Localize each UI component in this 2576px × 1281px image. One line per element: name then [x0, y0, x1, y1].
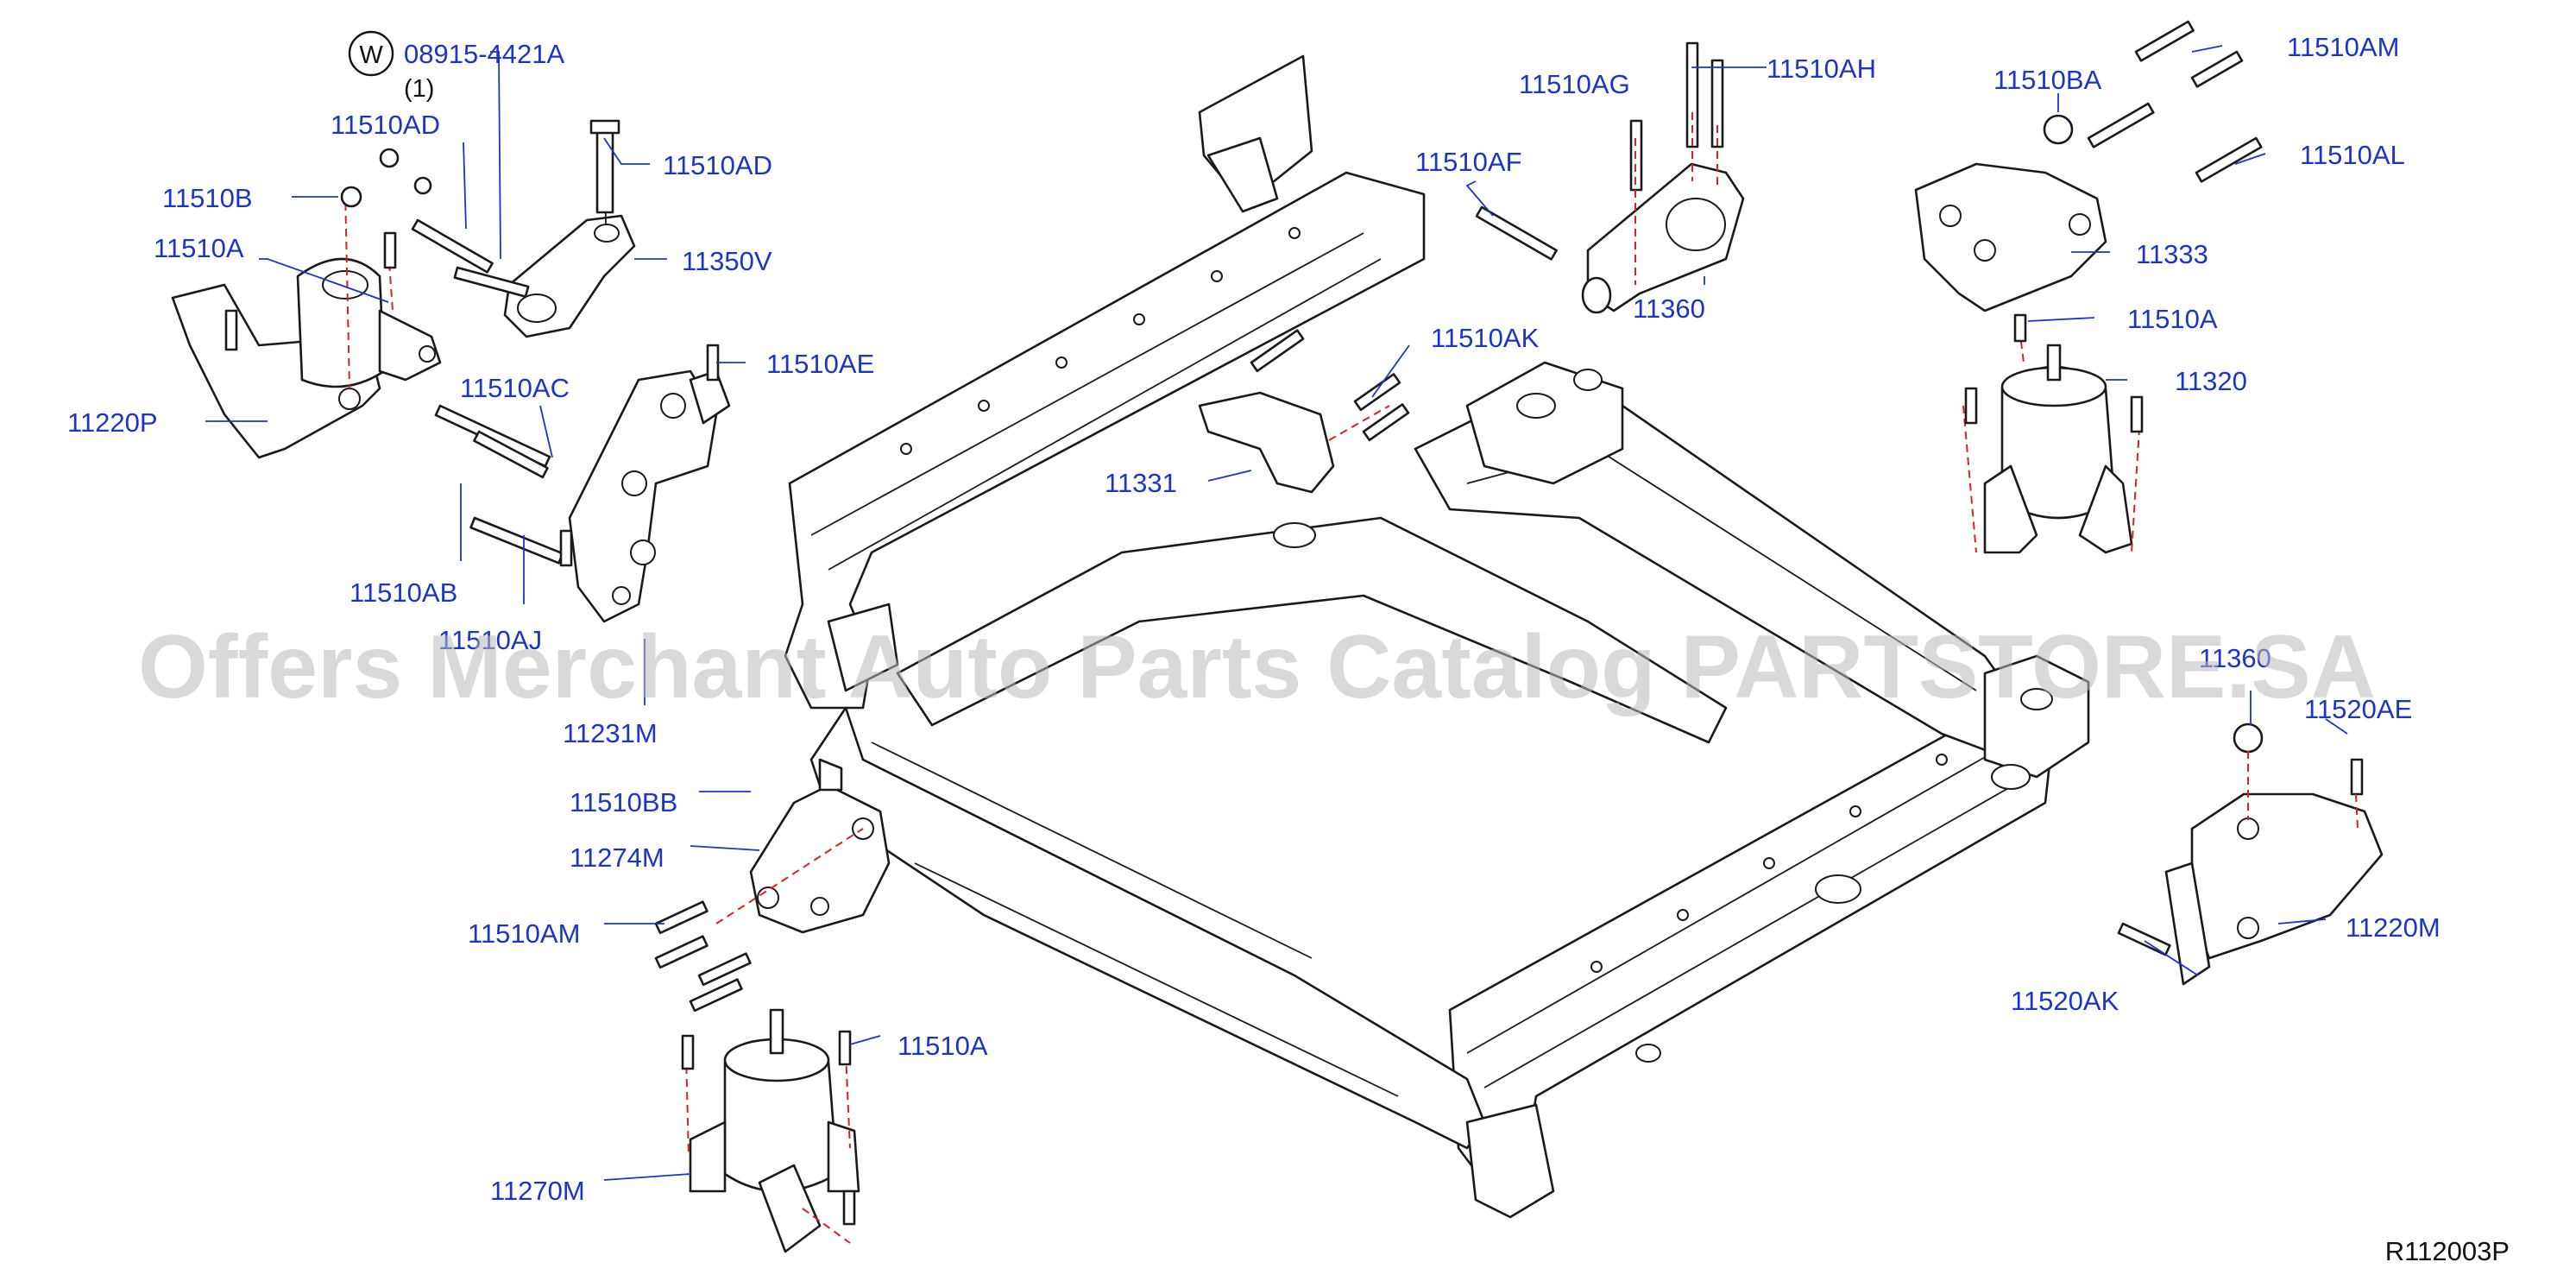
callout-11510AF[interactable]: 11510AF	[1415, 147, 1522, 177]
callout-11220M[interactable]: 11220M	[2346, 912, 2441, 943]
callout-11520AK[interactable]: 11520AK	[2011, 986, 2119, 1016]
callout-11510AG[interactable]: 11510AG	[1519, 69, 1630, 99]
callout-11510AJ[interactable]: 11510AJ	[438, 625, 542, 655]
callout-11510AL[interactable]: 11510AL	[2300, 140, 2405, 170]
engine-mount-11270M	[681, 1008, 860, 1253]
callout-11510BB[interactable]: 11510BB	[570, 787, 677, 817]
callout-11220P[interactable]: 11220P	[67, 407, 158, 438]
callout-11510BA[interactable]: 11510BA	[1993, 65, 2102, 95]
callout-11510A-upper-left[interactable]: 11510A	[154, 233, 244, 263]
callout-11331[interactable]: 11331	[1105, 468, 1177, 498]
engine-mount-bracket-11274M	[654, 758, 891, 1013]
engine-mount-bracket-11220P	[171, 189, 442, 459]
leader-lines	[205, 45, 2348, 1181]
callout-11510B[interactable]: 11510B	[162, 183, 253, 213]
callout-11510A-right[interactable]: 11510A	[2127, 304, 2218, 334]
engine-mount-11320	[1962, 313, 2144, 554]
washer-symbol-letter: W	[359, 41, 383, 69]
callout-11510AK[interactable]: 11510AK	[1431, 323, 1540, 353]
callout-11510AB[interactable]: 11510AB	[350, 577, 457, 608]
washer-symbol: W (1)	[348, 30, 434, 103]
callout-11231M[interactable]: 11231M	[563, 718, 658, 748]
callout-11350V[interactable]: 11350V	[682, 246, 772, 276]
callout-11510AE[interactable]: 11510AE	[766, 349, 874, 379]
callout-11510AH[interactable]: 11510AH	[1767, 54, 1876, 84]
engine-mount-bracket-11231M	[568, 369, 731, 623]
callout-11510AM-top[interactable]: 11510AM	[2287, 32, 2399, 62]
watermark: Offers Merchant Auto Parts Catalog PARTS…	[138, 617, 2376, 717]
callout-11510AM-lower[interactable]: 11510AM	[468, 918, 580, 949]
engine-mount-bracket-11333	[1914, 20, 2263, 312]
torque-rod-11350V	[503, 119, 636, 338]
callout-11360-right[interactable]: 11360	[2199, 643, 2271, 673]
callout-11510AD-left[interactable]: 11510AD	[331, 110, 440, 140]
callout-11270M[interactable]: 11270M	[490, 1176, 585, 1206]
bolts-upper-left	[224, 148, 720, 567]
callout-08915-4421A[interactable]: 08915-4421A	[404, 39, 564, 69]
engine-mount-11360	[1475, 41, 1745, 314]
callout-11320[interactable]: 11320	[2175, 366, 2247, 396]
callout-11510AC[interactable]: 11510AC	[460, 373, 570, 403]
callout-11520AE[interactable]: 11520AE	[2304, 694, 2412, 724]
callout-labels: 08915-4421A 11510AD 11510B 11510A 11220P…	[67, 32, 2441, 1206]
callout-11333[interactable]: 11333	[2136, 239, 2208, 269]
engine-mount-bracket-11331	[1198, 329, 1410, 494]
callout-11510AD-right[interactable]: 11510AD	[663, 150, 772, 180]
diagram-reference-code: R112003P	[2385, 1236, 2510, 1266]
callout-11510A-lower[interactable]: 11510A	[898, 1031, 988, 1061]
suspension-member-subframe	[784, 54, 2090, 1219]
callout-11274M[interactable]: 11274M	[570, 842, 664, 873]
callout-11360-top[interactable]: 11360	[1633, 293, 1705, 324]
engine-mount-bracket-11220M	[2117, 723, 2384, 986]
washer-quantity: (1)	[404, 75, 434, 103]
